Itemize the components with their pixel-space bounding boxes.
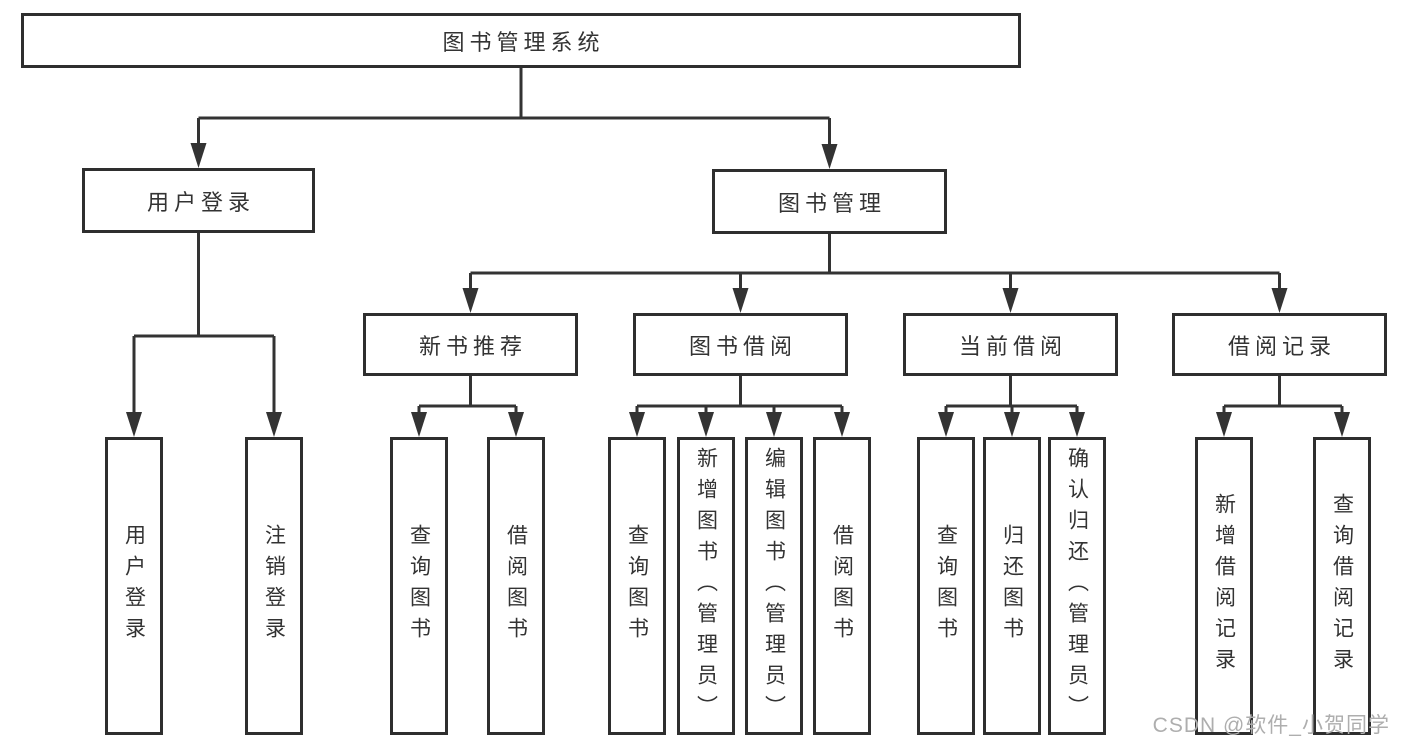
node-borrow-records: 借阅记录 xyxy=(1172,313,1387,376)
leaf-bb-add-books-admin: 新增图书（管理员） xyxy=(677,437,735,735)
leaf-cb-confirm-return-admin: 确认归还（管理员） xyxy=(1048,437,1106,735)
leaf-br-query-record: 查询借阅记录 xyxy=(1313,437,1371,735)
leaf-user-login: 用户登录 xyxy=(105,437,163,735)
node-book-management-label: 图书管理 xyxy=(777,190,886,216)
leaf-bb-edit-books-admin: 编辑图书（管理员） xyxy=(745,437,803,735)
node-library-system-label: 图书管理系统 xyxy=(442,29,605,55)
node-book-borrowing-label: 图书借阅 xyxy=(688,333,797,359)
leaf-cb-return-books: 归还图书 xyxy=(983,437,1041,735)
leaf-br-add-record: 新增借阅记录 xyxy=(1195,437,1253,735)
node-user-login-label: 用户登录 xyxy=(146,189,255,215)
leaf-br-query-record-label: 查询借阅记录 xyxy=(1330,493,1354,679)
node-user-login: 用户登录 xyxy=(82,168,315,233)
leaf-bb-query-books: 查询图书 xyxy=(608,437,666,735)
leaf-bb-borrow-books-label: 借阅图书 xyxy=(830,524,854,648)
leaf-bb-query-books-label: 查询图书 xyxy=(625,524,649,648)
leaf-logout-label: 注销登录 xyxy=(262,524,286,648)
node-current-borrowing-label: 当前借阅 xyxy=(958,333,1067,359)
leaf-bb-edit-books-admin-label: 编辑图书（管理员） xyxy=(762,446,786,726)
leaf-user-login-label: 用户登录 xyxy=(122,524,146,648)
node-borrow-records-label: 借阅记录 xyxy=(1227,333,1336,359)
leaf-cb-return-books-label: 归还图书 xyxy=(1000,524,1024,648)
node-new-book-recommend-label: 新书推荐 xyxy=(418,333,527,359)
leaf-logout: 注销登录 xyxy=(245,437,303,735)
leaf-nb-query-books-label: 查询图书 xyxy=(407,524,431,648)
leaf-nb-borrow-books: 借阅图书 xyxy=(487,437,545,735)
node-current-borrowing: 当前借阅 xyxy=(903,313,1118,376)
csdn-watermark: CSDN @软件_小贺同学 xyxy=(1152,714,1390,737)
leaf-cb-confirm-return-admin-label: 确认归还（管理员） xyxy=(1065,446,1089,726)
leaf-cb-query-books: 查询图书 xyxy=(917,437,975,735)
leaf-br-add-record-label: 新增借阅记录 xyxy=(1212,493,1236,679)
node-new-book-recommend: 新书推荐 xyxy=(363,313,578,376)
leaf-bb-borrow-books: 借阅图书 xyxy=(813,437,871,735)
node-book-borrowing: 图书借阅 xyxy=(633,313,848,376)
node-book-management: 图书管理 xyxy=(712,169,947,234)
leaf-nb-query-books: 查询图书 xyxy=(390,437,448,735)
node-library-system: 图书管理系统 xyxy=(21,13,1021,68)
leaf-bb-add-books-admin-label: 新增图书（管理员） xyxy=(694,446,718,726)
leaf-cb-query-books-label: 查询图书 xyxy=(934,524,958,648)
leaf-nb-borrow-books-label: 借阅图书 xyxy=(504,524,528,648)
